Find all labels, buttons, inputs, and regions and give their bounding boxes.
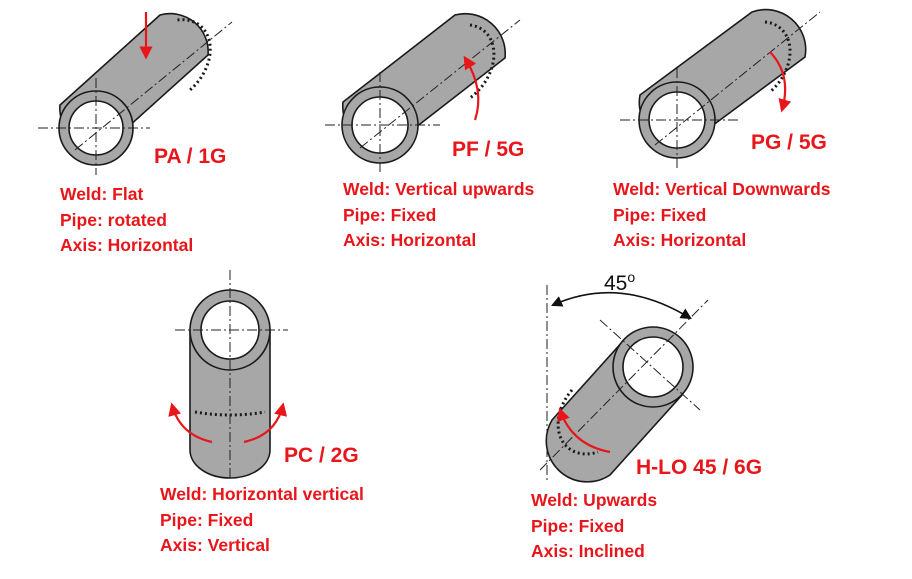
weld-label: Weld: Vertical Downwards: [613, 179, 831, 199]
axis-label: Axis: Horizontal: [343, 230, 477, 250]
position-code-h-lo45-6g: H-LO 45 / 6G: [636, 456, 763, 479]
arrow-curved-up-icon: [557, 407, 611, 454]
weld-label: Weld: Upwards: [531, 490, 658, 510]
position-code-pg-5g: PG / 5G: [751, 131, 827, 154]
position-desc-pc-2g: Weld: Horizontal vertical Pipe: Fixed Ax…: [160, 482, 364, 559]
weld-label: Weld: Vertical upwards: [343, 179, 535, 199]
axis-label: Axis: Horizontal: [60, 235, 194, 255]
position-code-pa-1g: PA / 1G: [154, 145, 227, 168]
weld-label: Weld: Horizontal vertical: [160, 484, 364, 504]
angle-value: 45: [604, 272, 628, 295]
weld-label: Weld: Flat: [60, 184, 144, 204]
axis-label: Axis: Inclined: [531, 541, 645, 561]
position-desc-pa-1g: Weld: Flat Pipe: rotated Axis: Horizonta…: [60, 182, 193, 259]
arrow-curved-up-icon: [463, 55, 480, 121]
pipe-h-lo45-6g: [539, 285, 709, 483]
position-code-pc-2g: PC / 2G: [284, 444, 359, 467]
pipe-pf-5g: [325, 12, 521, 172]
angle-label: 45o: [604, 269, 635, 296]
angle-unit: o: [627, 269, 636, 285]
pipe-label: Pipe: Fixed: [343, 204, 437, 225]
pipe-label: Pipe: Fixed: [531, 515, 625, 536]
position-desc-pf-5g: Weld: Vertical upwards Pipe: Fixed Axis:…: [343, 177, 534, 254]
pipe-pg-5g: [620, 8, 821, 170]
pipe-label: Pipe: rotated: [60, 209, 167, 230]
position-desc-pg-5g: Weld: Vertical Downwards Pipe: Fixed Axi…: [613, 177, 831, 254]
arrow-curved-down-icon: [769, 51, 792, 113]
pipe-pc-2g: [175, 270, 288, 480]
position-desc-h-lo45-6g: Weld: Upwards Pipe: Fixed Axis: Inclined: [531, 488, 657, 565]
angle-arc-icon: [550, 291, 692, 320]
pipe-pa-1g: [38, 12, 233, 175]
pipe-label: Pipe: Fixed: [160, 509, 254, 530]
axis-label: Axis: Vertical: [160, 535, 270, 555]
pipe-label: Pipe: Fixed: [613, 204, 707, 225]
axis-label: Axis: Horizontal: [613, 230, 747, 250]
arrow-double-curved-icon: [168, 402, 288, 444]
position-code-pf-5g: PF / 5G: [452, 138, 525, 161]
